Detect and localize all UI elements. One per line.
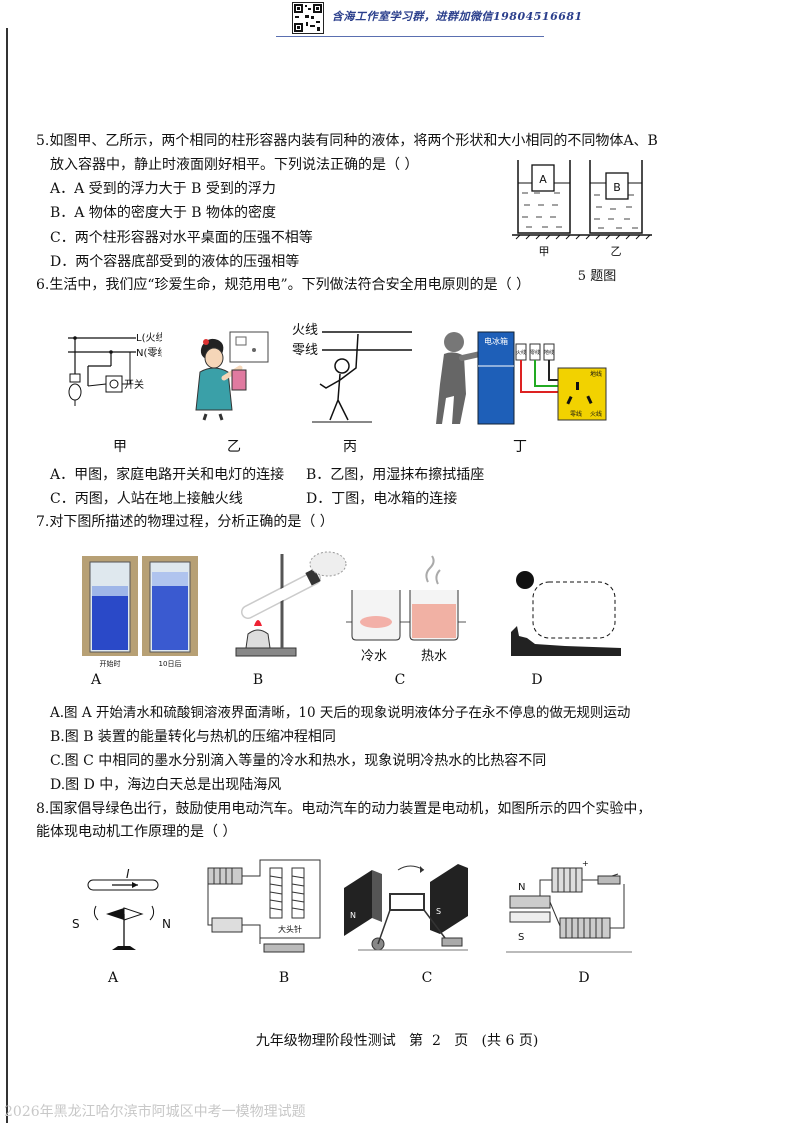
object-b — [605, 172, 629, 200]
q6-option-d: D．丁图，电冰箱的连接 — [306, 491, 458, 507]
container-jia-label: 甲 — [539, 245, 550, 258]
q8-caption-b: B — [278, 970, 290, 986]
bulb-icon — [68, 383, 82, 401]
photo-label-10days: 10日后 — [159, 659, 182, 668]
q7-option-b: B.图 B 装置的能量转化与热机的压缩冲程相同 — [50, 729, 336, 745]
object-a-label: A — [539, 173, 547, 186]
q6-caption-yi: 乙 — [227, 439, 241, 455]
watermark-text: 2026年黑龙江哈尔滨市阿城区中考一模物理试题 — [4, 1104, 306, 1120]
magnet-n-label: N — [350, 911, 356, 920]
q6-figure-bing: 火线 零线 — [292, 323, 412, 423]
ding-live-label: 火线 — [590, 410, 602, 418]
live-wire-label: L(火线) — [136, 331, 162, 344]
q8-figure-d: + N S — [506, 859, 632, 953]
q8-figure-b: 大头针 — [207, 859, 321, 953]
q7-stem: 7.对下图所描述的物理过程，分析正确的是（ ） — [36, 514, 334, 530]
gen-n-label: N — [518, 882, 525, 893]
header-divider — [276, 36, 544, 37]
q7-figure-b — [235, 551, 347, 657]
q6-stem: 6.生活中，我们应“珍爱生命，规范用电”。下列做法符合安全用电原则的是（ ） — [36, 277, 531, 293]
current-label: I — [126, 867, 130, 881]
q8-figure-a: I S N — [72, 867, 171, 950]
q8-caption-c: C — [421, 970, 433, 986]
svg-text:+: + — [582, 859, 589, 868]
container-yi-label: 乙 — [611, 245, 622, 258]
q7-caption-b: B — [252, 672, 264, 688]
q6-option-c: C．丙图，人站在地上接触火线 — [50, 491, 243, 507]
ding-wire3-label: 地线 — [544, 349, 554, 356]
q6-option-b: B．乙图，用湿抹布擦拭插座 — [306, 467, 485, 483]
q8-figure-c: N S — [344, 864, 468, 951]
cold-water-label: 冷水 — [361, 649, 387, 662]
q6-figure-yi — [195, 331, 269, 421]
q6-caption-ding: 丁 — [513, 439, 527, 455]
object-a — [531, 164, 555, 192]
q7-option-a: A.图 A 开始清水和硫酸铜溶液界面清晰，10 天后的现象说明液体分子在永不停息… — [50, 705, 631, 721]
compass-n-label: N — [162, 917, 171, 931]
q7-caption-d: D — [531, 672, 543, 688]
q5-figure-caption: 5 题图 — [577, 269, 617, 284]
q5-figure: A B 甲 乙 — [512, 160, 652, 258]
q8-stem-line2: 能体现电动机工作原理的是（ ） — [36, 824, 237, 840]
object-b-label: B — [613, 181, 621, 194]
page-footer: 九年级物理阶段性测试 第 2 页 (共 6 页) — [255, 1033, 539, 1049]
q7-figure-a: 开始时 10日后 — [82, 556, 198, 668]
q5-stem-line2: 放入容器中，静止时液面刚好相平。下列说法正确的是（ ） — [50, 157, 419, 173]
q7-caption-a: A — [90, 672, 102, 688]
sun-icon — [516, 571, 534, 589]
q7-option-d: D.图 D 中，海边白天总是出现陆海风 — [50, 777, 282, 793]
q6-figure-jia: L(火线) N(零线) 开关 — [68, 331, 162, 406]
neutral-wire-label: N(零线) — [136, 346, 162, 359]
page-left-border — [6, 28, 8, 1123]
q6-caption-bing: 丙 — [343, 439, 357, 455]
fridge-label: 电冰箱 — [484, 336, 508, 346]
q5-option-d: D．两个容器底部受到的液体的压强相等 — [50, 254, 300, 270]
q6-option-a: A．甲图，家庭电路开关和电灯的连接 — [50, 467, 285, 483]
compass-s-label: S — [72, 917, 80, 931]
photo-label-start: 开始时 — [100, 659, 121, 668]
q5-option-a: A．A 受到的浮力大于 B 受到的浮力 — [50, 181, 276, 197]
bing-live-label: 火线 — [292, 323, 318, 338]
header-note: 含海工作室学习群，进群加微信19804516681 — [332, 10, 583, 23]
q7-caption-c: C — [394, 672, 406, 688]
q5-option-c: C．两个柱形容器对水平桌面的压强不相等 — [50, 230, 313, 246]
q6-figure-ding: 电冰箱 火线 零线 地线 地线 零线 火线 — [436, 331, 607, 425]
bing-neutral-label: 零线 — [292, 343, 318, 358]
ding-ground-label: 地线 — [590, 370, 602, 378]
ding-wire1-label: 火线 — [516, 349, 526, 356]
q5-stem-line1: 5.如图甲、乙所示，两个相同的柱形容器内装有同种的液体，将两个形状和大小相同的不… — [36, 133, 658, 149]
switch-label: 开关 — [124, 378, 144, 391]
q7-option-c: C.图 C 中相同的墨水分别滴入等量的冷水和热水，现象说明冷热水的比热容不同 — [50, 753, 547, 769]
q8-caption-d: D — [578, 970, 590, 986]
pins-label: 大头针 — [278, 924, 302, 934]
qr-code-icon — [292, 2, 324, 34]
gen-s-label: S — [518, 932, 524, 943]
q8-caption-a: A — [107, 970, 119, 986]
q6-caption-jia: 甲 — [113, 439, 127, 455]
q5-option-b: B．A 物体的密度大于 B 物体的密度 — [50, 205, 277, 221]
ding-neutral-label: 零线 — [570, 410, 582, 418]
q7-figure-d — [511, 571, 621, 656]
ding-wire2-label: 零线 — [530, 349, 540, 356]
q8-stem-line1: 8.国家倡导绿色出行，鼓励使用电动汽车。电动汽车的动力装置是电动机，如图所示的四… — [36, 801, 652, 817]
q7-figure-c: 冷水 热水 — [346, 555, 466, 662]
magnet-s-label: S — [436, 907, 441, 916]
hot-water-label: 热水 — [421, 649, 447, 662]
